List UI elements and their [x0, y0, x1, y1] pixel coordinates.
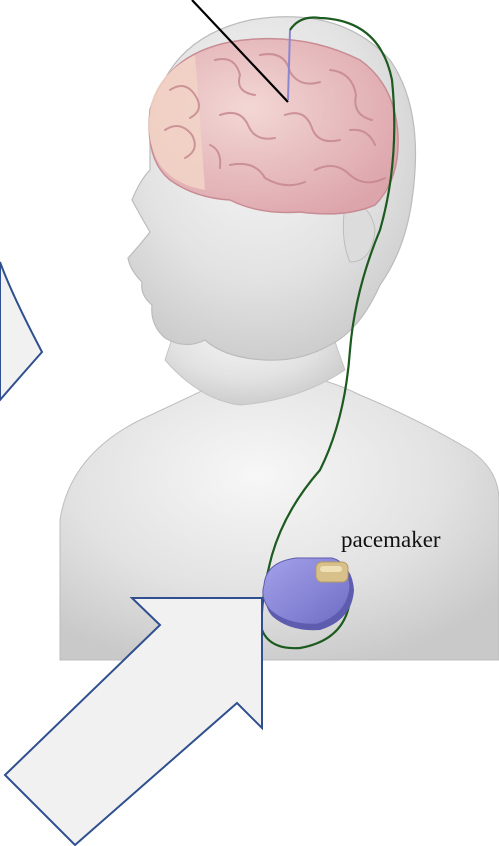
pacemaker-label: pacemaker — [341, 527, 441, 553]
arrow-left-shape — [0, 262, 42, 400]
brain — [149, 39, 398, 214]
